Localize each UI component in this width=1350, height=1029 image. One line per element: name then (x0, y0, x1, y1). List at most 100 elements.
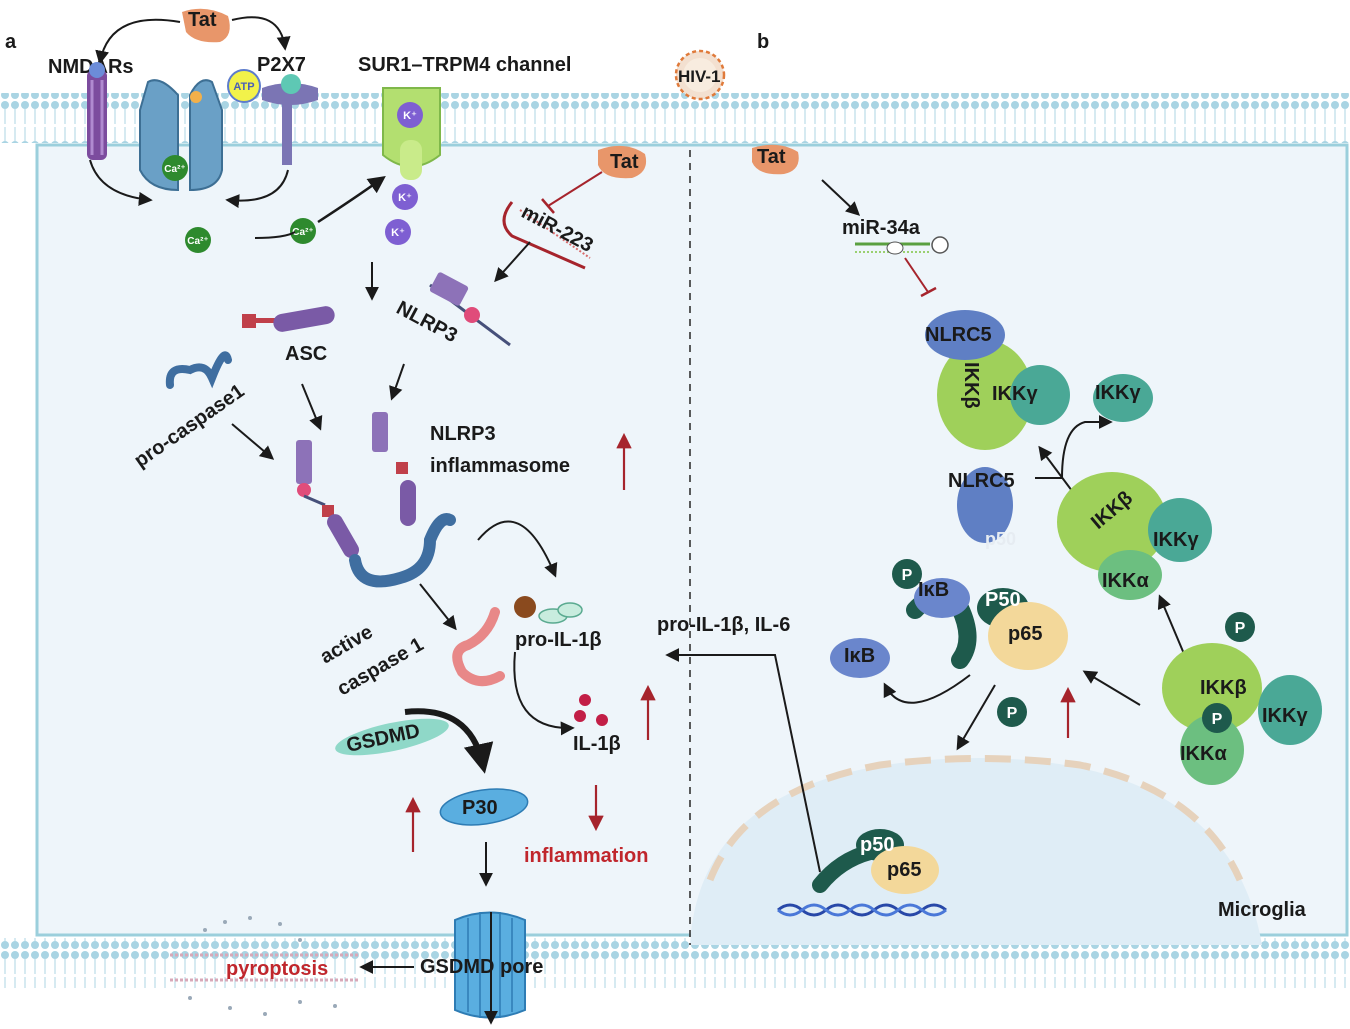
ikkg-mid-label: IKKγ (1153, 529, 1199, 551)
p50-label: P50 (985, 589, 1021, 611)
pyroptosis-debris (170, 916, 360, 1016)
ikb-label: IκB (918, 579, 949, 601)
cytokines-label: pro-IL-1β, IL-6 (657, 614, 790, 636)
ikkb-low-label: IKKβ (1200, 677, 1247, 699)
ikka-low-label: IKKα (1180, 743, 1227, 765)
tat-b-label: Tat (757, 146, 786, 168)
nlrp3-to-inflammasome-arrow (389, 363, 405, 401)
cytokine-expression-arrow (665, 648, 821, 873)
nfkb-translocation-arrow (956, 684, 996, 751)
nucleus (690, 758, 1262, 945)
panel-label-a: a (5, 31, 17, 53)
nlrc5-top-label: NLRC5 (925, 324, 992, 346)
ikk-complex-mid (1057, 472, 1212, 600)
tat-top-label: Tat (188, 9, 217, 31)
mir34a-inhibition-line (904, 257, 929, 293)
nmdar-receptor (87, 62, 107, 160)
caspase-to-proil1b-arrow (477, 520, 558, 578)
calcium-ion (162, 155, 188, 181)
phospho-label: P (902, 567, 913, 584)
mir223-to-nlrp3-arrow (494, 241, 531, 283)
potassium-label: K⁺ (398, 192, 412, 204)
hiv-virus (674, 49, 726, 101)
nlrp3-inflammasome (296, 412, 456, 588)
tat-to-mir34a-arrow (821, 179, 861, 216)
calcium-label: Ca²⁺ (187, 236, 208, 247)
tat-protein-top (182, 8, 230, 43)
hiv-label: HIV-1 (678, 67, 721, 86)
ikkb-top-label: IKKβ (960, 362, 982, 409)
phospho-group (1202, 703, 1232, 733)
ikk-to-nfkb-arrow (1082, 670, 1141, 706)
asc-molecule (242, 306, 335, 332)
phospho-group (1225, 612, 1255, 642)
plasma-membrane-top (0, 93, 1350, 143)
procaspase-arrow (231, 423, 275, 460)
potassium-ion (385, 219, 411, 245)
tat-mid-label: Tat (610, 151, 639, 173)
ikka-mid-label: IKKα (1102, 570, 1149, 592)
mir223-inhibition-bar (541, 198, 555, 214)
gsdmd-pore-label: GSDMD pore (420, 956, 543, 978)
p2x7-receptor (262, 74, 318, 165)
p65-nuc-label: p65 (887, 859, 921, 881)
nlrc5-free-label: NLRC5 (948, 470, 1015, 492)
mir34a-inhibition-bar (920, 286, 937, 298)
nlrp3-molecule (429, 272, 511, 347)
microglia-label: Microglia (1218, 899, 1307, 921)
calcium-ion (185, 227, 211, 253)
nmdar-calcium-arrow (89, 159, 153, 206)
pro-caspase1-molecule (165, 351, 232, 389)
ikb-nfkb-complex (906, 578, 1068, 670)
phospho-group (892, 559, 922, 589)
tat-protein-mid (598, 145, 647, 179)
ikb-degradation-arrow (883, 674, 971, 704)
atp-label: ATP (233, 81, 254, 93)
proil1b-to-il1b-arrow (513, 651, 575, 736)
il1b-molecules (574, 694, 608, 726)
gsdmd-molecule (335, 718, 449, 756)
il1b-label: IL-1β (573, 733, 621, 755)
phospho-label: P (1235, 620, 1246, 637)
nfkb-nuclear-complex (812, 829, 939, 894)
mir34a-label: miR-34a (842, 217, 921, 239)
asc-label: ASC (285, 343, 327, 365)
calcium-label: Ca²⁺ (292, 227, 313, 238)
calcium-channel (139, 79, 223, 192)
calcium-ion (290, 218, 316, 244)
tat-to-nmdars-arrow (95, 18, 181, 65)
nlrc5-free-molecule (957, 467, 1013, 543)
ikb-free-molecule (830, 638, 890, 678)
tat-protein-b (752, 144, 799, 175)
nuclear-envelope (706, 755, 1244, 882)
potassium-label: K⁺ (391, 227, 405, 239)
panel-label-b: b (757, 31, 769, 53)
ikkg-top-label: IKKγ (992, 383, 1038, 405)
ikk-complex-low (1162, 643, 1322, 785)
nlrc5-ikk-complex (925, 310, 1070, 450)
phospho-label: P (1007, 705, 1018, 722)
mir223-hairpin (502, 201, 591, 270)
p30-molecule (439, 788, 529, 826)
p30-label: P30 (462, 797, 498, 819)
potassium-ion (392, 184, 418, 210)
phospho-group (997, 697, 1027, 727)
p65-label: p65 (1008, 623, 1042, 645)
pyroptosis-label: pyroptosis (226, 958, 328, 980)
inflammation-label: inflammation (524, 845, 648, 867)
atp-molecule (227, 69, 261, 103)
calcium-label: Ca²⁺ (164, 164, 185, 175)
ikb-free-label: IκB (844, 645, 875, 667)
pro-il1b-molecule (514, 596, 583, 624)
gsdmd-cleavage-arrow (404, 708, 494, 774)
inflammasome-label-1: NLRP3 (430, 423, 496, 445)
potassium-label: K⁺ (403, 110, 417, 122)
ikkg-free-molecule (1093, 374, 1153, 422)
p2x7-calcium-arrow (225, 169, 289, 209)
asc-arrow (301, 383, 323, 431)
pro-il1b-label: pro-IL-1β (515, 629, 602, 651)
dna-helix (777, 903, 947, 917)
active-caspase1-molecule (452, 607, 505, 687)
inflammasome-label-2: inflammasome (430, 455, 570, 477)
